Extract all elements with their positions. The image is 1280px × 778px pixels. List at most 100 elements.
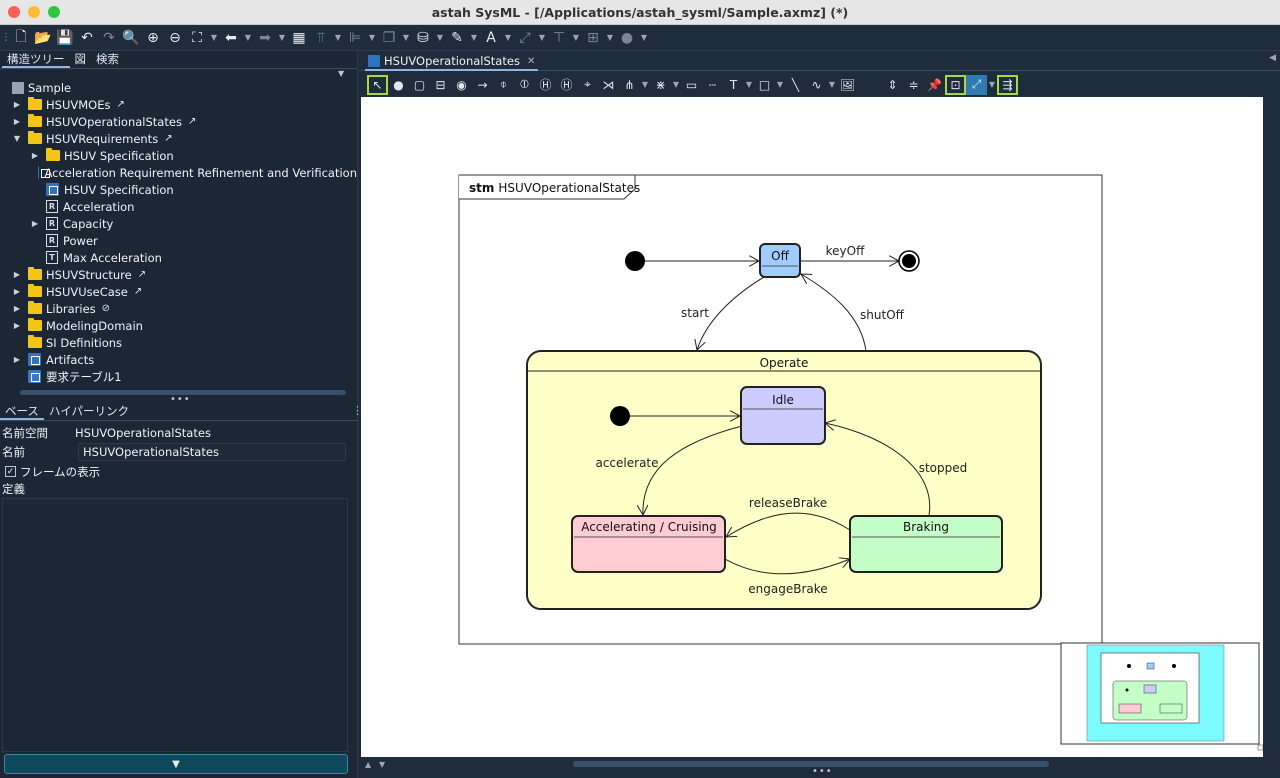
tree-layout-icon[interactable]: ⊤ [552, 29, 566, 46]
forward-icon[interactable]: ➡ [259, 29, 271, 46]
image-tool-icon[interactable]: 🖼 [839, 77, 856, 92]
chevron-down-icon[interactable]: ▼ [572, 33, 580, 42]
tab-structure-tree[interactable]: 構造ツリー [2, 51, 70, 68]
note-anchor-icon[interactable]: ┄ [708, 77, 717, 92]
chevron-down-icon[interactable]: ▼ [640, 33, 648, 42]
chevron-down-icon[interactable]: ▼ [641, 80, 649, 89]
tab-diagram-hsuv[interactable]: HSUVOperationalStates ✕ [365, 53, 539, 71]
chevron-down-icon[interactable]: ▼ [828, 80, 836, 89]
line-style-icon[interactable]: ⤢ [519, 29, 531, 46]
tree-item[interactable]: ▶HSUVUseCase↗ [0, 283, 357, 300]
tree-item[interactable]: ▶HSUV Specification [0, 147, 357, 164]
rectangle-tool-icon[interactable]: □ [758, 77, 771, 92]
minimap-toggle[interactable] [1257, 744, 1264, 751]
shallow-history-icon[interactable]: Ⓗ [539, 78, 552, 92]
tree-item[interactable]: Acceleration Requirement Refinement and … [0, 164, 357, 181]
chevron-right-icon[interactable]: ▶ [13, 287, 21, 296]
chevron-down-icon[interactable]: ▼ [244, 33, 252, 42]
tab-base[interactable]: ベース [0, 403, 44, 420]
state-idle[interactable]: Idle [740, 386, 826, 445]
align-left-icon[interactable]: ⊫ [348, 29, 362, 46]
tab-search[interactable]: 検索 [96, 52, 119, 66]
chevron-right-icon[interactable]: ▶ [13, 321, 21, 330]
initial-state-icon[interactable]: ● [393, 77, 404, 92]
chevron-right-icon[interactable]: ▶ [13, 355, 21, 364]
initial-state-inner[interactable] [610, 406, 630, 426]
name-field[interactable]: HSUVOperationalStates [78, 442, 346, 461]
junction-icon[interactable]: ⦶ [520, 77, 529, 91]
chevron-right-icon[interactable]: ▶ [13, 270, 21, 279]
chevron-down-icon[interactable]: ▼ [368, 33, 376, 42]
minimap[interactable] [1060, 642, 1260, 745]
chevron-down-icon[interactable]: ▼ [402, 33, 410, 42]
join-icon[interactable]: ⋊ [602, 77, 615, 92]
fork-join-icon[interactable]: ⋔ [624, 77, 635, 92]
definition-textarea[interactable] [2, 498, 348, 752]
chevron-down-icon[interactable]: ▼ [436, 33, 444, 42]
fork-icon[interactable]: ⌖ [584, 77, 591, 91]
terminate-icon[interactable]: ⋇ [655, 77, 666, 92]
distribute-icon[interactable]: ≑ [908, 77, 919, 92]
transition-accelerate[interactable] [643, 425, 743, 515]
redo-icon[interactable]: ↷ [103, 29, 115, 46]
tree-item[interactable]: HSUV Specification [0, 181, 357, 198]
save-icon[interactable]: 💾 [56, 29, 74, 46]
font-color-icon[interactable]: A [486, 29, 496, 46]
note-icon[interactable]: ▭ [685, 77, 698, 92]
zoom-out-icon[interactable]: ⊖ [169, 29, 181, 46]
connector-icon[interactable]: ⊞ [587, 29, 599, 46]
tab-diagram[interactable]: 図 [74, 52, 87, 66]
initial-state-top[interactable] [625, 251, 645, 271]
transition-icon[interactable]: → [477, 77, 488, 92]
submachine-state-icon[interactable]: ⊟ [435, 77, 446, 92]
chevron-down-icon[interactable]: ▼ [538, 33, 546, 42]
tree-item[interactable]: ▶ModelingDomain [0, 317, 357, 334]
splitter-handle[interactable]: ••• [170, 394, 191, 405]
fill-color-icon[interactable]: ⛁ [417, 29, 429, 46]
transition-start[interactable] [697, 276, 765, 350]
layers-icon[interactable]: ❐ [382, 29, 396, 46]
tree-item[interactable]: 要求テーブル1 [0, 368, 357, 385]
final-state-icon[interactable]: ◉ [456, 77, 467, 92]
state-braking[interactable]: Braking [849, 515, 1003, 573]
transition-shutoff[interactable] [801, 274, 867, 352]
state-accelerating[interactable]: Accelerating / Cruising [571, 515, 726, 573]
horizontal-scroll-thumb[interactable] [573, 761, 1049, 767]
tree-item[interactable]: ▶HSUVOperationalStates↗ [0, 113, 357, 130]
chevron-down-icon[interactable]: ▼ [776, 80, 784, 89]
tree-item[interactable]: ▶HSUVStructure↗ [0, 266, 357, 283]
tree-item[interactable]: ▶Libraries⊘ [0, 300, 357, 317]
pin-icon[interactable]: 📌 [927, 77, 942, 92]
chevron-right-icon[interactable]: ▶ [31, 151, 39, 160]
chevron-left-icon[interactable]: ◀ [1269, 53, 1276, 63]
chevron-down-icon[interactable]: ▼ [672, 80, 680, 89]
chevron-down-icon[interactable]: ▼ [745, 80, 753, 89]
collapse-button[interactable]: ▼ [4, 754, 348, 774]
chevron-right-icon[interactable]: ▶ [13, 100, 21, 109]
align-top-icon[interactable]: ⫪ [317, 29, 325, 46]
curve-tool-icon[interactable]: ∿ [811, 77, 822, 92]
select-cursor-icon[interactable]: ↖ [367, 74, 388, 95]
auto-layout-icon[interactable]: ⇶ [997, 74, 1018, 95]
text-tool-icon[interactable]: T [729, 77, 738, 92]
chevron-down-icon[interactable]: ▼ [278, 33, 286, 42]
tab-hyperlink[interactable]: ハイパーリンク [48, 404, 129, 418]
choice-icon[interactable]: ⌽ [499, 77, 508, 91]
chevron-right-icon[interactable]: ▶ [31, 219, 39, 228]
chevron-down-icon[interactable]: ▼ [988, 80, 996, 89]
line-tool-icon[interactable]: ╲ [791, 77, 800, 92]
chevron-down-icon[interactable]: ▼ [338, 69, 346, 78]
transition-engagebrake[interactable] [724, 559, 850, 575]
final-state[interactable] [898, 250, 920, 272]
open-folder-icon[interactable]: 📂 [34, 29, 52, 46]
frame-toggle-icon[interactable]: ⊡ [945, 74, 966, 95]
state-icon[interactable]: ▢ [413, 77, 426, 92]
zoom-window-button[interactable] [48, 6, 60, 18]
tree-item[interactable]: ▶Artifacts [0, 351, 357, 368]
circle-icon[interactable]: ● [620, 29, 634, 46]
more-icon[interactable]: ⋮ [352, 404, 364, 417]
chevron-down-icon[interactable]: ▼ [470, 33, 478, 42]
